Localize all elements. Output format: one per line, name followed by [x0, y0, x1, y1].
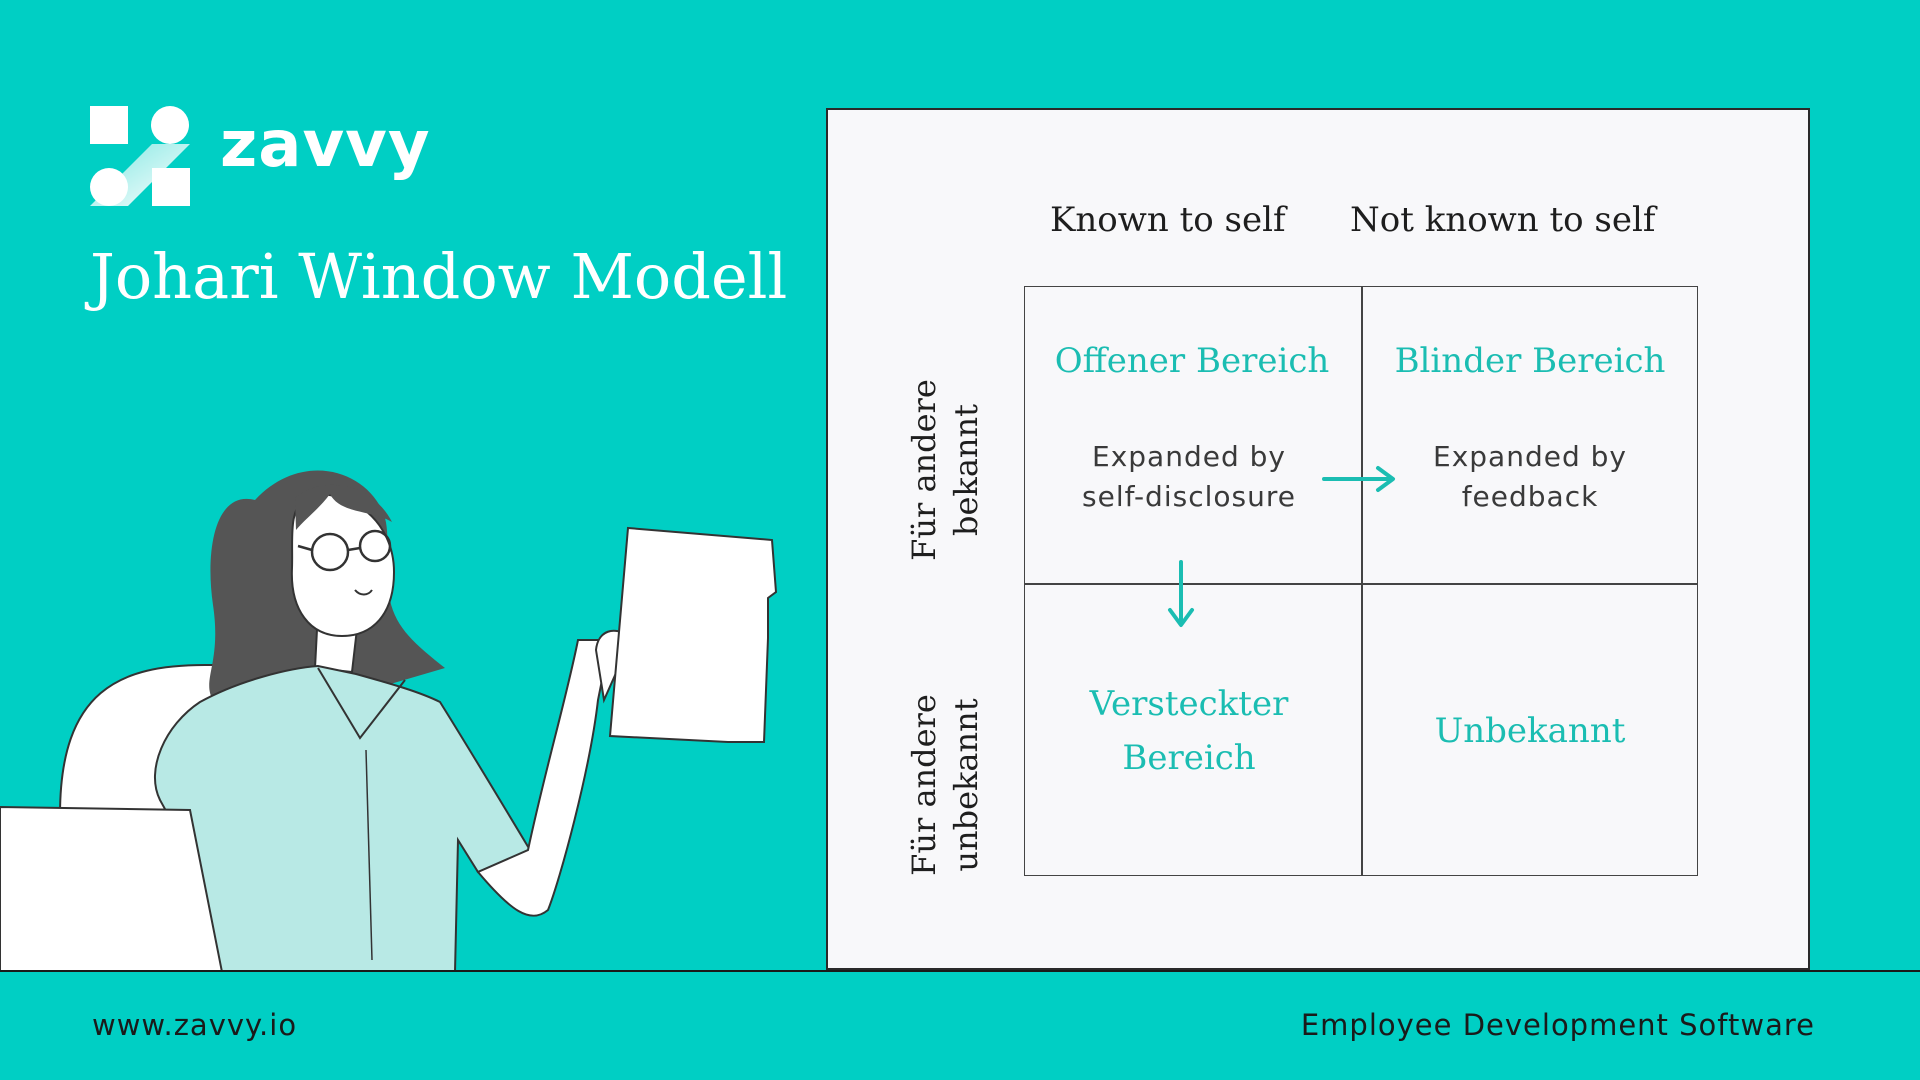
description-line: feedback: [1461, 480, 1599, 513]
johari-diagram-panel: [826, 108, 1810, 970]
row-label-known-to-others: Für andere bekannt: [903, 379, 987, 561]
description-line: Expanded by: [1092, 440, 1286, 473]
woman-reading-document-illustration: [0, 470, 778, 972]
arrow-right-icon: [1322, 466, 1395, 492]
description-line: Expanded by: [1433, 440, 1627, 473]
title-line: Versteckter: [1089, 684, 1289, 724]
footer-divider: [0, 970, 1920, 972]
quadrant-blind-description: Expanded by feedback: [1362, 437, 1698, 517]
quadrant-blind-title: Blinder Bereich: [1394, 341, 1666, 381]
quadrant-unknown-title: Unbekannt: [1434, 711, 1626, 751]
page-title: Johari Window Modell: [90, 240, 788, 313]
quadrant-open-description: Expanded by self-disclosure: [1024, 437, 1354, 517]
grid-divider-horizontal: [1025, 583, 1697, 585]
row-label-line: Für andere: [905, 379, 943, 561]
footer-tagline: Employee Development Software: [1300, 1008, 1815, 1042]
zavvy-logo-icon: [90, 106, 190, 206]
description-line: self-disclosure: [1082, 480, 1296, 513]
website-link[interactable]: www.zavvy.io: [92, 1008, 298, 1042]
brand-name: zavvy: [220, 108, 431, 182]
arrow-down-icon: [1168, 560, 1194, 627]
johari-grid: [1024, 286, 1698, 876]
quadrant-open-title: Offener Bereich: [1054, 341, 1330, 381]
row-label-line: unbekannt: [947, 698, 985, 872]
row-label-unknown-to-others: Für andere unbekannt: [903, 694, 987, 876]
column-header-known: Known to self: [1050, 200, 1286, 240]
row-label-line: bekannt: [947, 404, 985, 536]
grid-divider-vertical: [1361, 287, 1363, 875]
title-line: Bereich: [1122, 738, 1256, 778]
column-header-not-known: Not known to self: [1350, 200, 1656, 240]
quadrant-hidden-title: Versteckter Bereich: [1024, 677, 1354, 785]
row-label-line: Für andere: [905, 694, 943, 876]
